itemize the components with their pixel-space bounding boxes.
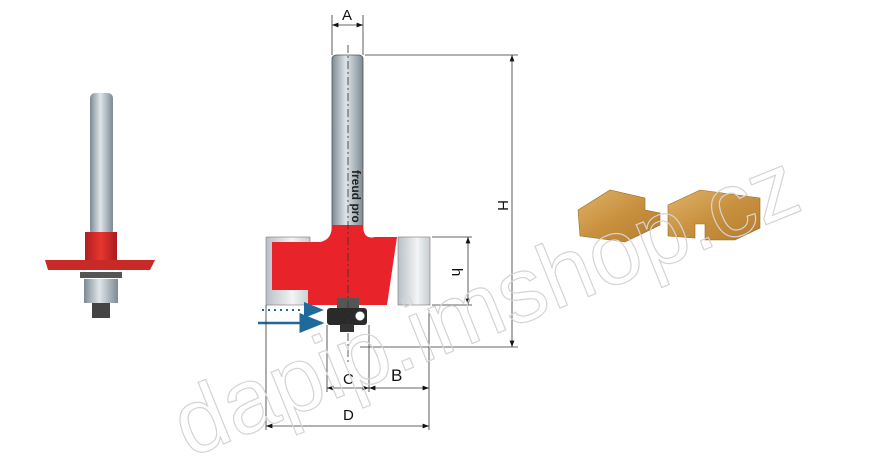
label-h: h <box>448 268 465 276</box>
shank-brand: freud pro <box>349 170 363 223</box>
label-H: H <box>494 200 511 211</box>
bit-drawing: freud pro <box>258 45 431 365</box>
label-D: D <box>343 407 354 424</box>
label-B: B <box>391 366 402 385</box>
watermark: dapip.imshop.cz <box>158 133 813 469</box>
dimension-lines <box>265 15 518 430</box>
wood-profile-samples <box>577 189 761 243</box>
label-A: A <box>342 7 352 24</box>
bit-photo <box>45 93 155 318</box>
label-C: C <box>343 371 354 388</box>
